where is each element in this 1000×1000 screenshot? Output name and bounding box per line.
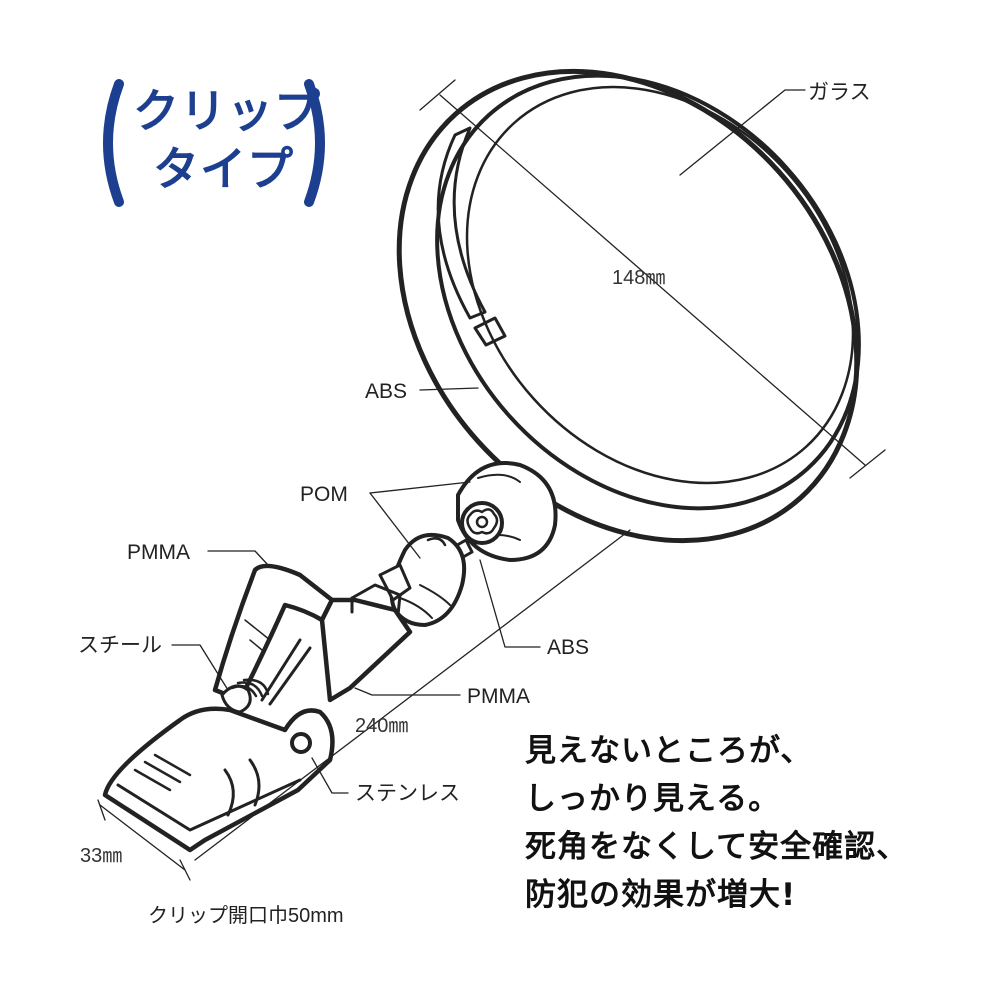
type-badge: クリップ タイプ [95, 78, 335, 208]
left-parenthesis [103, 79, 124, 207]
clip-body [102, 563, 413, 853]
label-pmma-arm: PMMA [467, 685, 530, 708]
tagline-line-3: 死角をなくして安全確認、 [525, 829, 909, 865]
label-pom: POM [300, 483, 348, 506]
tagline-line-1: 見えないところが、 [525, 733, 813, 769]
label-abs-joint: ABS [547, 636, 590, 659]
badge-line-1: クリップ [133, 84, 321, 138]
label-width: 33㎜ [80, 845, 123, 867]
label-pmma-clip: PMMA [127, 541, 190, 564]
label-clip-opening: クリップ開口巾50mm [148, 905, 344, 927]
label-abs-back: ABS [365, 380, 408, 403]
label-steel: スチール [78, 634, 162, 657]
label-length: 240㎜ [355, 715, 409, 737]
dimension-lines [97, 79, 886, 881]
tagline-line-4: 防犯の効果が増大! [525, 877, 797, 913]
tagline: 見えないところが、 しっかり見える。 死角をなくして安全確認、 防犯の効果が増大… [525, 727, 945, 919]
right-parenthesis [304, 79, 325, 207]
mirror-head [396, 68, 861, 544]
ball-joint [450, 461, 558, 562]
leader-lines [171, 89, 806, 794]
label-glass: ガラス [808, 81, 871, 104]
swivel-arm [378, 533, 467, 627]
tagline-line-2: しっかり見える。 [525, 781, 781, 817]
badge-line-2: タイプ [153, 142, 294, 196]
label-stainless: ステンレス [355, 782, 460, 805]
label-diameter: 148㎜ [612, 267, 666, 289]
